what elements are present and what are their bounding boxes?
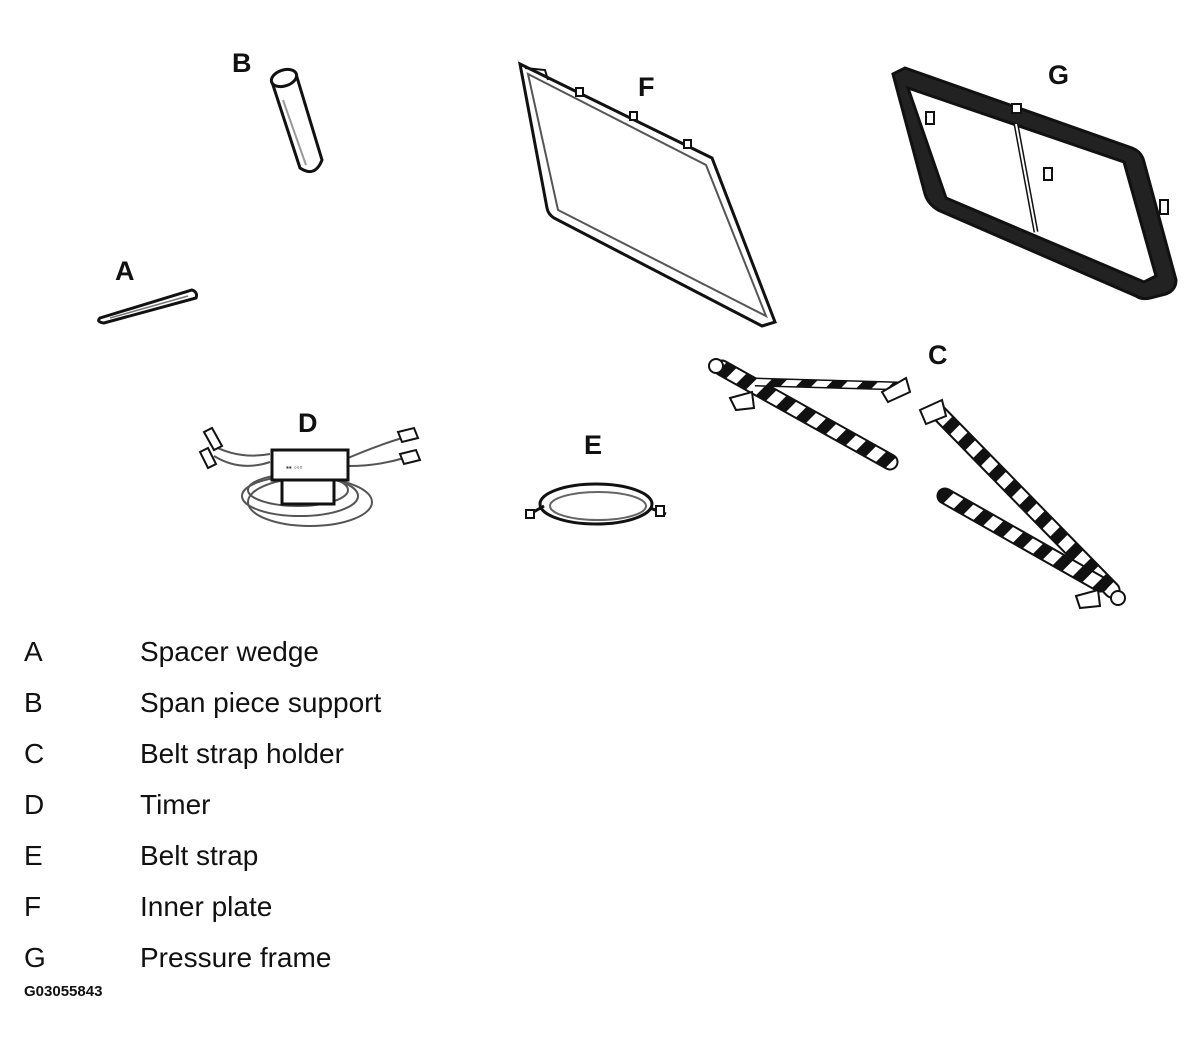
callout-b: B [232, 48, 252, 78]
legend-key: D [24, 789, 45, 820]
legend-key: C [24, 738, 45, 769]
legend-key: G [24, 942, 46, 973]
svg-text:▪▪ ◦◦▫: ▪▪ ◦◦▫ [286, 463, 303, 472]
legend-key: E [24, 840, 43, 871]
timer-part: ▪▪ ◦◦▫ [198, 426, 422, 527]
legend-description: Span piece support [140, 687, 382, 718]
legend-row-g: G Pressure frame [0, 938, 700, 978]
legend-key: B [24, 687, 43, 718]
pressure-frame-part [891, 66, 1178, 301]
legend-row-d: D Timer [0, 785, 700, 825]
callout-a: A [115, 256, 135, 286]
legend-description: Belt strap holder [140, 738, 344, 769]
callout-c: C [928, 340, 948, 370]
legend-description: Timer [140, 789, 211, 820]
legend-description: Pressure frame [140, 942, 332, 973]
belt-strap-part [525, 482, 667, 526]
legend-key: F [24, 891, 42, 922]
callout-e: E [584, 430, 602, 460]
callout-g: G [1048, 60, 1069, 90]
legend-row-c: C Belt strap holder [0, 734, 700, 774]
legend-row-b: B Span piece support [0, 683, 700, 723]
callout-d: D [298, 408, 318, 438]
figure-id: G03055843 [24, 983, 103, 1000]
legend-description: Inner plate [140, 891, 273, 922]
legend-description: Spacer wedge [140, 636, 320, 667]
legend-row-f: F Inner plate [0, 887, 700, 927]
legend-row-e: E Belt strap [0, 836, 700, 876]
belt-strap-holder-part [708, 358, 1126, 610]
callout-f: F [638, 72, 655, 102]
spacer-wedge-part [97, 288, 198, 325]
inner-plate-part [517, 61, 777, 328]
parts-illustration: A B F G [97, 48, 1178, 610]
legend-description: Belt strap [140, 840, 259, 871]
legend-key: A [24, 636, 43, 667]
span-piece-support-part [269, 67, 324, 174]
legend-row-a: A Spacer wedge [0, 632, 700, 672]
